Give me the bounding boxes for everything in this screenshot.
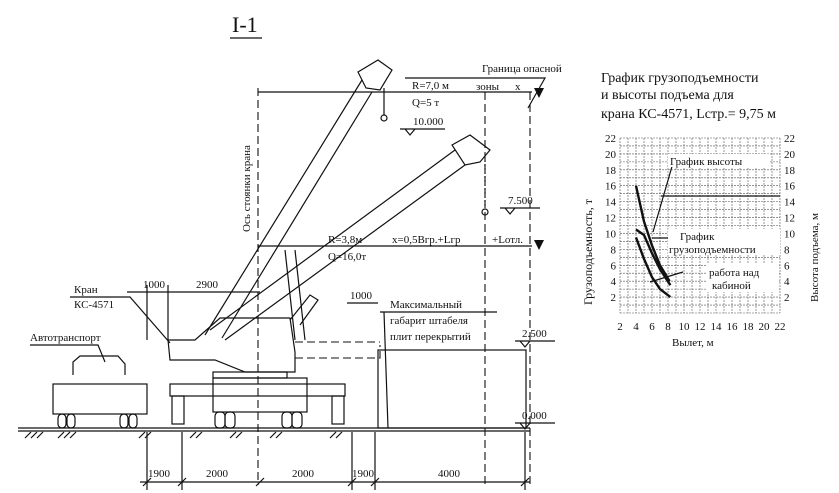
y-tick-label: 10 xyxy=(605,228,617,240)
lower-load: Q=16,0т xyxy=(328,251,366,263)
level-triangle-icon xyxy=(534,88,544,250)
y2-tick-label: 6 xyxy=(784,260,790,272)
x-tick-label: 20 xyxy=(759,321,771,333)
y-tick-label: 6 xyxy=(611,260,617,272)
x-mark: x xyxy=(515,81,521,93)
y-tick-label: 20 xyxy=(605,149,617,161)
x-tick-label: 6 xyxy=(649,321,655,333)
x-tick-label: 14 xyxy=(711,321,723,333)
y2-tick-label: 2 xyxy=(784,292,790,304)
danger-zone-leader xyxy=(405,77,547,109)
danger-zone-label-1: Граница опасной xyxy=(482,63,562,75)
y2-tick-label: 14 xyxy=(784,197,796,209)
y-tick-label: 4 xyxy=(611,276,617,288)
y-tick-label: 14 xyxy=(605,197,617,209)
level-7500: 7.500 xyxy=(500,195,540,215)
annotation-cabin-2: кабиной xyxy=(712,280,751,292)
level-10000: 10.000 xyxy=(400,116,445,136)
capacity-chart: График грузоподъемности и высоты подъема… xyxy=(581,71,821,349)
crane-leader xyxy=(70,296,171,344)
crane-label-1: Кран xyxy=(74,284,98,296)
y2-tick-label: 22 xyxy=(784,133,795,145)
y-tick-label: 16 xyxy=(605,181,617,193)
y-tick-label: 2 xyxy=(611,292,617,304)
bottom-dimension-line xyxy=(140,432,530,490)
level-10000-label: 10.000 xyxy=(413,116,444,128)
chart-ylabel: Грузоподъемность, т xyxy=(581,198,595,305)
truck xyxy=(52,355,148,429)
x-tick-label: 16 xyxy=(727,321,739,333)
y-tick-label: 22 xyxy=(605,133,616,145)
chart-title-2: и высоты подъема для xyxy=(601,88,734,103)
x-tick-label: 18 xyxy=(743,321,755,333)
danger-zone-label-2: зоны xyxy=(476,81,500,93)
upper-load: Q=5 т xyxy=(412,97,439,109)
top-dimension-line xyxy=(127,285,260,340)
stack-label-1: Максимальный xyxy=(390,299,462,311)
level-2500-label: 2.500 xyxy=(522,328,547,340)
chart-xlabel: Вылет, м xyxy=(672,337,714,349)
crane-body xyxy=(167,317,381,429)
stack-leader xyxy=(383,311,389,429)
annotation-cabin-1: работа над xyxy=(709,267,760,279)
series-line-1 xyxy=(634,185,671,282)
bottom-dim-5: 4000 xyxy=(438,468,461,480)
y2-tick-label: 16 xyxy=(784,181,796,193)
stack-label-2: габарит штабеля xyxy=(390,315,468,327)
bottom-dim-1: 1900 xyxy=(148,468,171,480)
y2-tick-label: 10 xyxy=(784,228,796,240)
level-0000: 0.000 xyxy=(515,410,555,430)
x-tick-label: 2 xyxy=(617,321,623,333)
x-tick-label: 8 xyxy=(665,321,671,333)
slab-stack xyxy=(377,349,527,429)
y2-tick-label: 18 xyxy=(784,165,796,177)
formula-tail: +Lотл. xyxy=(492,234,523,246)
level-2500: 2.500 xyxy=(515,328,555,348)
series-line-3 xyxy=(634,236,672,299)
top-dim-1: 1000 xyxy=(143,279,166,291)
chart-y-ticks: 2 4 6 8 10 12 14 16 18 20 22 xyxy=(605,133,617,304)
x-tick-label: 4 xyxy=(633,321,639,333)
x-tick-label: 10 xyxy=(679,321,691,333)
top-dim-2: 2900 xyxy=(196,279,219,291)
ground xyxy=(18,427,530,439)
bottom-dim-2: 2000 xyxy=(206,468,229,480)
annotation-capacity-2: грузоподъемности xyxy=(669,244,756,256)
y-tick-label: 8 xyxy=(611,244,617,256)
crane-label-2: КС-4571 xyxy=(74,299,114,311)
series-line-2 xyxy=(635,228,672,286)
x-tick-label: 22 xyxy=(775,321,786,333)
upper-radius: R=7,0 м xyxy=(412,80,449,92)
annotation-capacity-1: График xyxy=(680,231,715,243)
vehicle-leader xyxy=(30,344,106,363)
chart-title-3: крана КС-4571, Lстр.= 9,75 м xyxy=(601,107,776,122)
stack-label-3: плит перекрытий xyxy=(390,331,471,343)
y-tick-label: 18 xyxy=(605,165,617,177)
formula: x=0,5Bгр.+Lгр xyxy=(392,234,461,246)
section-title: I-1 xyxy=(232,12,258,37)
crane-axis-label: Ось стоянки крана xyxy=(241,145,253,232)
y2-tick-label: 4 xyxy=(784,276,790,288)
vehicle-label: Автотранспорт xyxy=(30,332,101,344)
lower-boom xyxy=(209,134,491,341)
lower-radius: R=3,8м xyxy=(328,234,362,246)
y2-tick-label: 12 xyxy=(784,213,795,225)
chart-curves xyxy=(634,185,672,299)
y-tick-label: 12 xyxy=(605,213,616,225)
annotation-height: График высоты xyxy=(670,156,743,168)
bottom-dim-3: 2000 xyxy=(292,468,315,480)
x-tick-label: 12 xyxy=(695,321,706,333)
top-dim-3: 1000 xyxy=(350,290,373,302)
bottom-dim-4: 1900 xyxy=(352,468,375,480)
chart-y2label: Высота подъема, м xyxy=(809,213,821,302)
level-0000-label: 0.000 xyxy=(522,410,547,422)
chart-y2-ticks: 2 4 6 8 10 12 14 16 18 20 22 xyxy=(784,133,796,304)
chart-title-1: График грузоподъемности xyxy=(601,71,759,86)
y2-tick-label: 20 xyxy=(784,149,796,161)
y2-tick-label: 8 xyxy=(784,244,790,256)
level-7500-label: 7.500 xyxy=(508,195,533,207)
